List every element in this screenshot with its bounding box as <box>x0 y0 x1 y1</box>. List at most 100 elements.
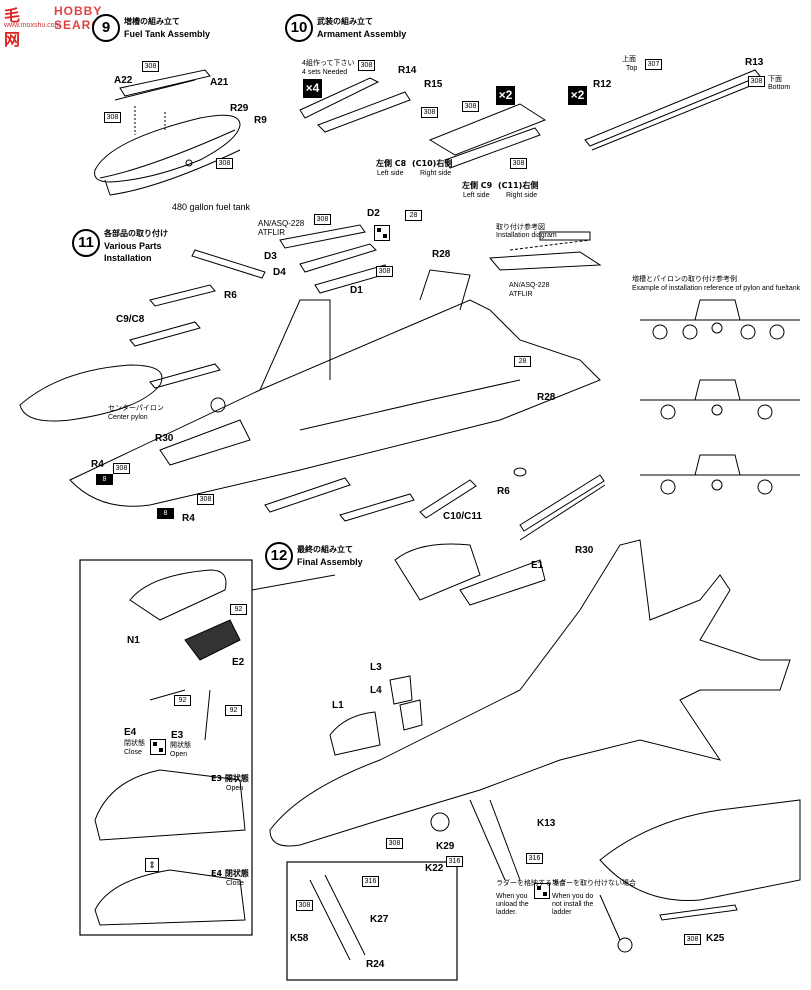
part-c10-c11: C10/C11 <box>443 511 482 522</box>
step-11-title-en-1: Various Parts <box>104 241 162 251</box>
close-state-en: Close <box>124 749 142 756</box>
paint-code-308: 308 <box>462 101 479 112</box>
part-r28: R28 <box>537 392 556 403</box>
no-ladder-en-1: When you do <box>552 893 594 900</box>
paint-code-308: 308 <box>216 158 233 169</box>
paint-code-308: 308 <box>684 934 701 945</box>
open-state-en: Open <box>170 751 188 758</box>
sets-needed-jp: 4組作って下さい <box>302 60 355 67</box>
e3-open-state-jp: E3 開状態 <box>211 774 249 783</box>
part-l1: L1 <box>332 700 344 711</box>
aircraft-parts-installation-drawing <box>19 224 606 541</box>
atflir-label-2: ATFLIR <box>258 228 285 237</box>
right-side-label: Right side <box>420 170 452 177</box>
e3-open-state-en: Open <box>226 785 244 792</box>
part-k25: K25 <box>706 933 725 944</box>
armament-drawings <box>299 69 766 169</box>
part-r30: R30 <box>575 545 594 556</box>
part-k22: K22 <box>425 863 444 874</box>
step-10-title-en: Armament Assembly <box>317 29 407 39</box>
step-11-title-jp: 各部品の取り付け <box>104 229 168 238</box>
part-d1: D1 <box>350 285 363 296</box>
flip-icon <box>150 739 166 755</box>
pylon-reference-en: Example of installation reference of pyl… <box>632 285 801 292</box>
part-e2: E2 <box>232 657 245 668</box>
part-a22: A22 <box>114 75 133 86</box>
paint-code-308: 308 <box>296 900 313 911</box>
part-c11: (C11)右側 <box>498 181 539 190</box>
center-pylon-en: Center pylon <box>108 414 148 421</box>
swap-arrow-icon: ⇕ <box>145 858 159 872</box>
part-k58: K58 <box>290 933 309 944</box>
watermark-url: www.moxshu.com <box>4 22 61 29</box>
no-ladder-jp: ラダーを取り付けない場合 <box>552 880 636 887</box>
part-d2: D2 <box>367 208 380 219</box>
bottom-label-en: Bottom <box>768 84 791 91</box>
ladder-stow-en-2: unload the <box>496 901 529 908</box>
part-r24: R24 <box>366 959 385 970</box>
part-c8: 左側 C8 <box>376 159 407 168</box>
paint-code-316: 316 <box>526 853 543 864</box>
final-assembly-drawing <box>94 539 801 961</box>
part-r15: R15 <box>424 79 443 90</box>
part-c10: (C10)右側 <box>412 159 453 168</box>
flip-icon <box>374 225 390 241</box>
step-12-number: 12 <box>265 542 293 570</box>
step-11-title-en-2: Installation <box>104 253 152 263</box>
fuel-tank-drawing <box>94 69 241 196</box>
part-r14: R14 <box>398 65 417 76</box>
part-r13: R13 <box>745 57 764 68</box>
close-state-jp: 閉状態 <box>124 740 145 747</box>
part-r6: R6 <box>497 486 510 497</box>
install-diagram-jp: 取り付け参考図 <box>496 224 545 231</box>
ladder-stow-en-3: ladder. <box>496 909 518 916</box>
no-ladder-en-3: ladder <box>552 909 572 916</box>
part-r4: R4 <box>182 513 195 524</box>
ladder-stow-jp: ラダーを格納する場合 <box>496 880 566 887</box>
step-9-title-en: Fuel Tank Assembly <box>124 29 211 39</box>
part-k13: K13 <box>537 818 556 829</box>
part-r30: R30 <box>155 433 174 444</box>
no-ladder-en-2: not install the <box>552 901 594 908</box>
left-side-label: Left side <box>463 192 490 199</box>
top-label-jp: 上面 <box>622 56 636 63</box>
watermark-logo: 毛网 <box>4 8 21 49</box>
atflir-install-label: AN/ASQ-228 <box>509 282 550 289</box>
sets-needed-en: 4 sets Needed <box>302 69 348 76</box>
quantity-badge-x2: ×2 <box>568 86 587 105</box>
part-r12: R12 <box>593 79 612 90</box>
top-label-en: Top <box>626 65 638 72</box>
paint-code-308: 308 <box>197 494 214 505</box>
ladder-stow-en-1: When you <box>496 893 528 900</box>
paint-code-308: 308 <box>358 60 375 71</box>
part-d3: D3 <box>264 251 277 262</box>
part-r4: R4 <box>91 459 104 470</box>
step-12-title-en: Final Assembly <box>297 557 363 567</box>
part-k27: K27 <box>370 914 389 925</box>
quantity-badge-x4: ×4 <box>303 79 322 98</box>
part-r29: R29 <box>230 103 249 114</box>
part-c9: 左側 C9 <box>462 181 493 190</box>
quantity-badge-x2: ×2 <box>496 86 515 105</box>
step-9-number: 9 <box>92 14 120 42</box>
part-r6: R6 <box>224 290 237 301</box>
paint-code-308: 308 <box>104 112 121 123</box>
pylon-reference-sketches <box>640 299 800 495</box>
e4-close-state-en: Close <box>226 880 244 887</box>
install-diagram-en: Installation diagram <box>496 232 557 239</box>
paint-code-308: 308 <box>510 158 527 169</box>
pylon-reference-jp: 増槽とパイロンの取り付け参考例 <box>632 276 737 283</box>
part-r9: R9 <box>254 115 267 126</box>
part-e3: E3 <box>171 730 184 741</box>
paint-code-28: 28 <box>405 210 422 221</box>
paint-code-307: 307 <box>645 59 662 70</box>
paint-code-92: 92 <box>230 604 247 615</box>
flip-icon <box>534 883 550 899</box>
step-10-title-jp: 武装の組み立て <box>317 17 373 26</box>
open-state-jp: 開状態 <box>170 742 191 749</box>
paint-code-308: 308 <box>421 107 438 118</box>
paint-code-316: 316 <box>446 856 463 867</box>
atflir-label: AN/ASQ-228 <box>258 219 305 228</box>
paint-code-308: 308 <box>376 266 393 277</box>
